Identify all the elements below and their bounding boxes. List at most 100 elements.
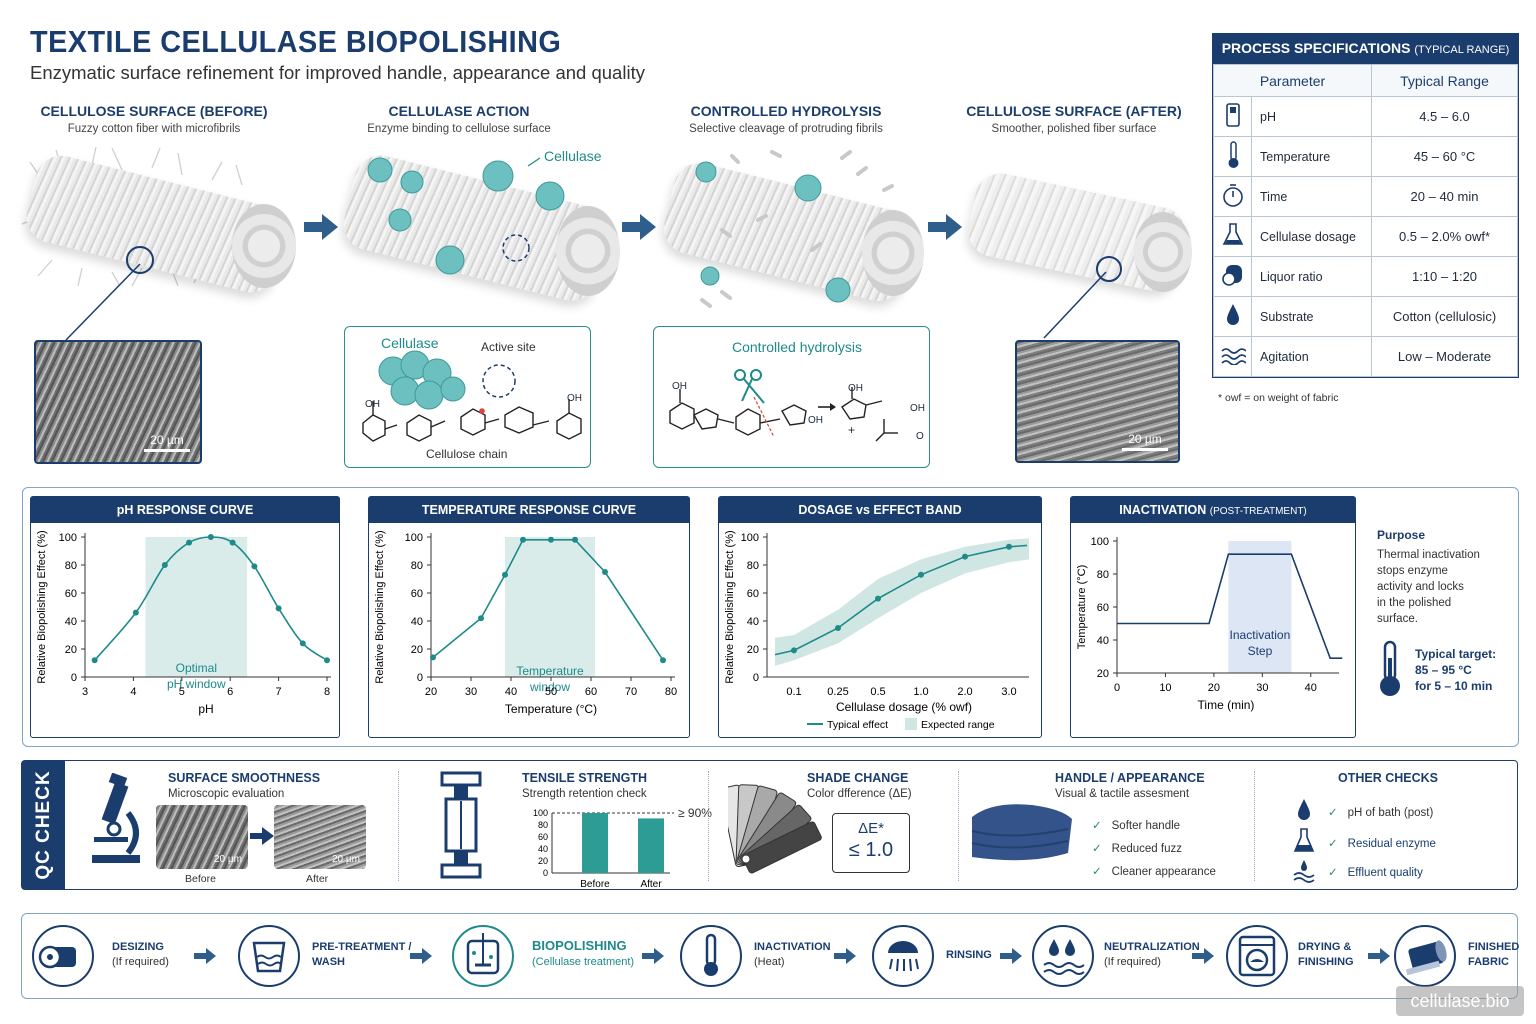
legend-swatch [905, 718, 917, 730]
stage-title-after: CELLULOSE SURFACE (AFTER) [966, 103, 1182, 119]
spec-param: Liquor ratio [1251, 256, 1372, 297]
flow-step-label: RINSING [946, 948, 992, 963]
purpose-text: Thermal inactivation stops enzyme activi… [1377, 547, 1480, 627]
y-axis-label: Relative Biopolishing Effect (%) [36, 530, 48, 683]
tensile-tester-icon [440, 771, 482, 879]
folded-fabric-icon [971, 804, 1072, 861]
flow-step-title: WASH [312, 956, 345, 968]
data-point [207, 534, 214, 540]
legend-label: Typical effect [827, 719, 888, 731]
stage-sub-hydrolysis: Selective cleavage of protruding fibrils [689, 123, 883, 135]
data-point [875, 595, 881, 602]
drop-icon [1298, 799, 1310, 820]
y-tick-label: 0 [71, 672, 77, 684]
data-point [275, 605, 282, 612]
flow-step-title: PRE-TREATMENT / [312, 941, 412, 953]
zoom-line-before [65, 263, 141, 341]
data-point [430, 654, 436, 661]
flow-step-sub: (Cellulase treatment) [532, 956, 635, 968]
plus-label: + [848, 423, 856, 437]
x-tick-label: 30 [465, 686, 477, 698]
data-point [91, 657, 98, 664]
flask-icon [1293, 828, 1315, 852]
spec-range: 20 – 40 min [1371, 176, 1518, 217]
qc-tensile-title: TENSILE STRENGTH [522, 771, 648, 785]
inactivation-chart-panel: INACTIVATION (POST-TREATMENT) Inactivati… [1070, 496, 1356, 738]
flow-step-label: DESIZING(If required) [112, 940, 169, 970]
x-tick-label: 0 [1114, 682, 1120, 694]
y-tick-label: 40 [65, 616, 77, 628]
stage-sub-action: Enzyme binding to cellulose surface [367, 123, 551, 135]
qc-shade-title: SHADE CHANGE [807, 771, 909, 785]
process-arrow-icon [928, 214, 962, 240]
flow-step-label: BIOPOLISHING(Cellulase treatment) [532, 938, 634, 970]
x-tick-label: 1.0 [913, 686, 928, 698]
data-point [186, 539, 193, 546]
cellulose-chain-label: Cellulose chain [426, 447, 508, 461]
qc-after-label: After [306, 873, 329, 885]
oh-label: OH [365, 399, 380, 410]
series-line [774, 544, 1028, 656]
reactor-tank-icon [466, 933, 500, 975]
spec-range: Cotton (cellulosic) [1371, 296, 1518, 337]
y-tick-label: 60 [538, 832, 548, 842]
band-label: pH window [167, 677, 226, 691]
delta-e-value: ≤ 1.0 [848, 839, 894, 861]
flow-step-sub: (Heat) [754, 956, 785, 968]
thermometer-icon [704, 933, 718, 976]
data-point [132, 609, 139, 616]
x-tick-label: 40 [505, 686, 517, 698]
x-tick-label: 2.0 [957, 686, 972, 698]
thermometer-icon [1380, 640, 1400, 696]
ph-meter-icon [1225, 103, 1240, 127]
x-tick-label: 0.5 [870, 686, 885, 698]
check-item: ✓pH of bath (post) [1328, 805, 1433, 819]
data-point [660, 657, 666, 664]
oh-label: OH [808, 415, 823, 426]
charts-section [22, 487, 1519, 747]
x-axis-label: Cellulase dosage (% owf) [836, 700, 972, 714]
table-row: Substrate Cotton (cellulosic) [1213, 296, 1518, 337]
color-swatch-fan-icon [728, 784, 822, 874]
fiber-action-illustration: Cellulase [338, 140, 620, 307]
band-label: Optimal [176, 661, 217, 675]
finished-fabric-step-icon [1394, 925, 1456, 987]
band-label: Inactivation [1230, 628, 1291, 642]
spec-range: 1:10 – 1:20 [1371, 256, 1518, 297]
x-tick-label: 20 [1208, 682, 1220, 694]
y-tick-label: 80 [1097, 569, 1109, 581]
data-point [502, 571, 508, 578]
micrograph-after: 20 µm [1015, 340, 1180, 463]
qc-divider [398, 771, 399, 881]
y-tick-label: 40 [747, 616, 759, 628]
check-label: Residual enzyme [1347, 838, 1436, 850]
arrow-right-icon [410, 948, 432, 964]
x-axis-label: Temperature (°C) [505, 702, 597, 716]
spec-col-parameter: Parameter [1213, 64, 1372, 97]
check-item: ✓Cleaner appearance [1092, 864, 1216, 878]
data-point [602, 569, 608, 575]
x-tick-label: 10 [1159, 682, 1171, 694]
flow-step-title: DESIZING [112, 941, 164, 953]
spec-title: PROCESS SPECIFICATIONS [1221, 40, 1411, 56]
flow-step-title: INACTIVATION [754, 941, 831, 953]
zoom-line-after [1043, 271, 1107, 339]
data-point [791, 647, 797, 654]
active-site-label: Active site [481, 340, 536, 354]
inactivation-step-icon [680, 925, 742, 987]
qc-check-section: QC CHECK SURFACE SMOOTHNESS Microscopic … [21, 760, 1518, 890]
cellulase-label: Cellulase [544, 148, 602, 164]
band-label: Step [1248, 644, 1273, 658]
qc-micrograph-before: 20 µm [156, 805, 248, 869]
qc-other-title: OTHER CHECKS [1338, 771, 1439, 785]
x-tick-label: 50 [545, 686, 557, 698]
data-point [478, 615, 484, 622]
table-row: Liquor ratio 1:10 – 1:20 [1213, 256, 1518, 297]
cellulase-detail-label: Cellulase [381, 335, 439, 351]
arrow-right-icon [1192, 948, 1214, 964]
x-tick-label: 40 [1305, 682, 1317, 694]
